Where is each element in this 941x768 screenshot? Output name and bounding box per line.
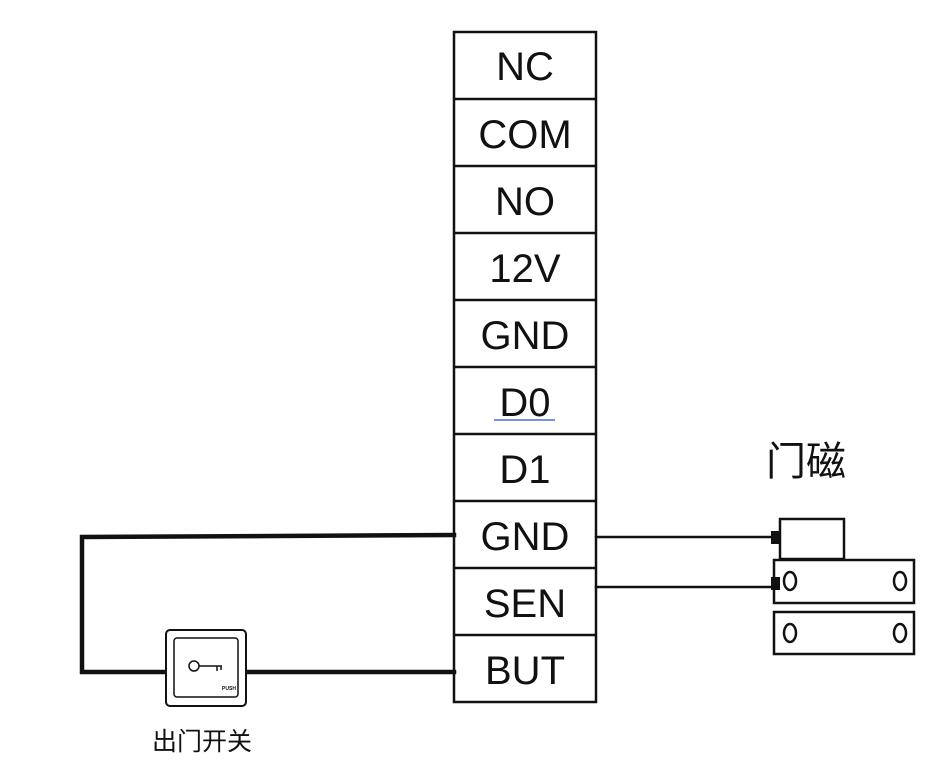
- door-sensor-screw-hole: [892, 570, 908, 592]
- pin-gnd2-label: GND: [481, 515, 570, 559]
- exit-button: PUSH 出门开关: [152, 629, 252, 756]
- door-sensor-body: [772, 558, 916, 605]
- pin-d1-label: D1: [499, 448, 550, 492]
- pin-nc-label: NC: [496, 45, 554, 89]
- door-magnet-body: [772, 610, 916, 656]
- wire-gnd-to-exit-button: [79, 532, 457, 675]
- pin-but-label: BUT: [485, 649, 565, 693]
- wires: [79, 532, 776, 675]
- door-sensor-label: 门磁: [766, 439, 846, 485]
- pin-12v-label: 12V: [489, 247, 560, 291]
- door-magnet-screw-hole: [892, 622, 908, 644]
- terminal-block: NC COM NO 12V GND D0 D1 GND SEN BUT: [452, 30, 598, 704]
- door-sensor-pin-bottom: [771, 577, 780, 590]
- exit-button-inner-plate: [173, 637, 239, 698]
- exit-button-label: 出门开关: [152, 727, 252, 756]
- door-sensor: 门磁: [766, 439, 916, 656]
- pin-gnd-label: GND: [481, 314, 570, 358]
- exit-button-push-badge: PUSH: [222, 686, 236, 692]
- key-icon: [188, 660, 222, 672]
- door-sensor-pin-top: [771, 531, 780, 544]
- pin-d0-label: D0: [499, 381, 550, 425]
- pin-sen-label: SEN: [484, 582, 566, 626]
- door-sensor-terminal-cap: [778, 517, 846, 561]
- door-magnet-screw-hole: [782, 622, 798, 644]
- door-sensor-screw-hole: [782, 570, 798, 592]
- pin-no-label: NO: [495, 180, 555, 224]
- pin-com-label: COM: [478, 113, 571, 157]
